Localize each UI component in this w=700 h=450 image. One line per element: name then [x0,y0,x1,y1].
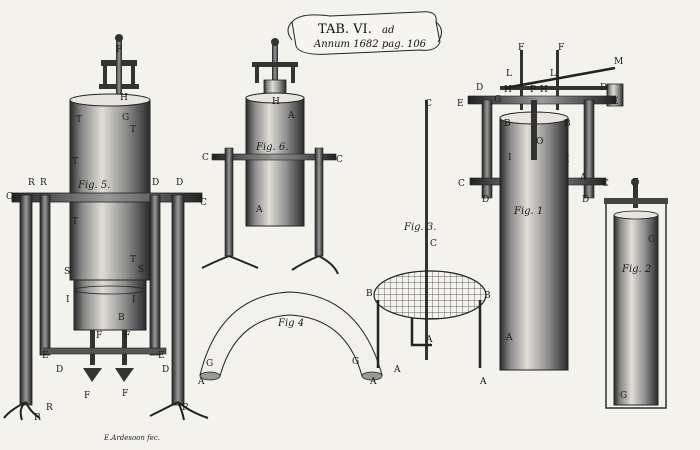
fig5-label: F [122,389,128,399]
fig1-label: H [504,85,512,95]
title-tab: TAB. VI. [318,22,372,37]
fig3-grid-plate [373,270,487,320]
fig5-label: F [96,331,102,341]
fig3-label: B [484,291,491,301]
fig1-label: A [579,173,587,183]
fig3-label: A [479,377,487,387]
fig5-caption: Fig. 5. [77,180,110,191]
fig3-caption: Fig. 3. [403,222,436,233]
fig5-label: R [28,178,35,188]
fig6-caption: Fig. 6. [255,142,288,153]
fig1-label: C [602,179,609,189]
fig1-label: E [612,97,619,107]
fig5-label: R [46,403,53,413]
fig3-label: A [425,335,433,345]
fig5-label: D [56,365,63,375]
fig1-lever [504,66,616,90]
fig6-label: C [336,155,343,165]
fig3-label: A [393,365,401,375]
fig5-label: H [120,93,128,103]
fig4-label: A [197,377,205,387]
fig5-apparatus [3,34,209,421]
fig1-label: D [476,83,483,93]
title-annum: Annum 1682 pag. 106 [313,39,427,50]
engraver-signature: E.Ardesoon fec. [103,434,160,442]
fig5-label: D [176,178,183,188]
fig1-caption: Fig. 1 [513,206,543,217]
fig5-label: R [182,403,189,413]
fig3-label: B [366,289,373,299]
fig1-label: F [558,43,564,53]
fig1-label: E [457,99,464,109]
fig5-label: T [72,157,78,167]
fig1-label: H [540,85,548,95]
fig6-apparatus [201,38,339,275]
fig5-label: I [66,295,70,305]
fig5-label: G [122,113,129,123]
fig5-label: E [42,351,49,361]
fig5-label: F [124,331,130,341]
fig2-cylinder [613,214,659,406]
fig1-label: A [505,333,513,343]
fig2-caption: Fig. 2 [621,264,651,275]
fig1-label: D [482,195,489,205]
fig2-label: G [620,391,627,401]
fig1-label: P [530,85,536,95]
fig1-label: I [566,155,570,165]
fig5-label: C [200,198,207,208]
fig5-label: E [158,351,165,361]
fig5-label: R [34,413,41,423]
fig5-label: S [138,265,144,275]
fig1-label: L [506,69,512,79]
fig1-label: D [582,195,589,205]
fig5-label: F [116,45,122,55]
fig4-label: A [369,377,377,387]
fig4-arch [199,291,383,381]
fig5-label: S [64,267,70,277]
fig1-label: I [508,153,512,163]
fig1-label: C [458,179,465,189]
fig6-cylinder [245,97,305,227]
fig5-label: B [118,313,125,323]
fig5-label: T [130,255,136,265]
fig6-label: H [272,97,280,107]
fig5-label: D [162,365,169,375]
fig5-label: T [76,115,82,125]
fig2-apparatus [604,178,668,409]
fig1-label: O [536,137,543,147]
fig3-label: C [430,239,437,249]
fig1-label: L [550,69,556,79]
fig4-label: G [352,357,359,367]
fig5-label: T [72,217,78,227]
fig6-label: A [255,205,263,215]
fig1-label: F [518,43,524,53]
fig1-label: D [600,83,607,93]
fig5-label: D [152,178,159,188]
fig3-rod [425,100,428,360]
fig5-label: R [40,178,47,188]
fig4-caption: Fig 4 [277,318,304,329]
fig5-crossbar [11,192,203,203]
fig1-label: B [564,119,571,129]
fig5-label: I [132,295,136,305]
fig6-label: A [287,111,295,121]
title-ad: ad [382,25,394,36]
fig5-label: F [84,391,90,401]
fig1-apparatus [467,50,624,371]
fig5-label: T [130,125,136,135]
title-banner: TAB. VI. ad Annum 1682 pag. 106 [287,11,442,55]
fig3-label: C [425,99,432,109]
fig2-label: G [648,235,655,245]
fig1-label: G [494,95,501,105]
fig4-label: G [206,359,213,369]
fig1-label: B [504,119,511,129]
fig5-label: C [6,192,13,202]
fig3-table [373,100,487,368]
fig6-label: C [202,153,209,163]
fig1-label: M [614,57,623,67]
